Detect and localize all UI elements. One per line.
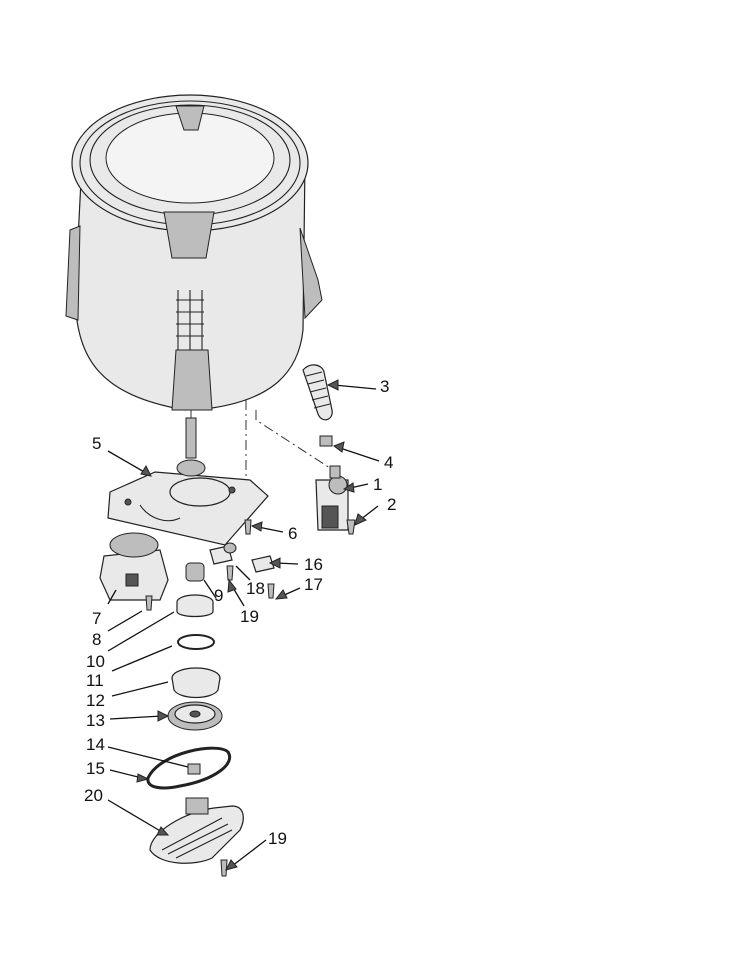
callout-14: 14 [86, 735, 105, 754]
callout-labels: 1 2 3 4 5 6 7 8 9 10 11 12 13 14 15 16 1… [84, 377, 396, 848]
callout-5: 5 [92, 434, 101, 453]
assembly-line [255, 410, 331, 469]
hub-assembly [171, 667, 221, 699]
shaft-spacer [185, 562, 205, 582]
bracket-screw [267, 583, 275, 599]
drain-pump [315, 465, 349, 531]
callout-15: 15 [86, 759, 105, 778]
retaining-ring [177, 634, 215, 650]
callout-18: 18 [246, 579, 265, 598]
plate-screw [244, 519, 252, 535]
callout-4: 4 [384, 453, 393, 472]
callout-16: 16 [304, 555, 323, 574]
drive-motor [99, 532, 169, 601]
pump-screw [346, 519, 356, 535]
callout-20: 20 [84, 786, 103, 805]
callout-1: 1 [373, 475, 382, 494]
shift-collar [176, 594, 214, 618]
shield-screw [220, 859, 228, 877]
pulley-shield [149, 797, 244, 864]
hose-clamp [319, 435, 333, 447]
callout-13: 13 [86, 711, 105, 730]
drive-belt [146, 746, 232, 790]
callout-7: 7 [92, 609, 101, 628]
callout-8: 8 [92, 630, 101, 649]
leader-lines [107, 379, 380, 871]
drive-pulley [167, 701, 223, 731]
actuator [209, 542, 237, 565]
callout-11: 11 [86, 671, 104, 690]
pulley-nut [187, 763, 201, 775]
callout-19-shield: 19 [268, 829, 287, 848]
callout-10: 10 [86, 652, 105, 671]
actuator-screw [226, 565, 234, 581]
motor-screw [145, 595, 153, 611]
outer-tub [65, 94, 323, 411]
callout-17: 17 [304, 575, 323, 594]
small-bracket [251, 555, 275, 573]
drain-hose [302, 364, 333, 421]
callout-2: 2 [387, 495, 396, 514]
callout-9: 9 [214, 586, 223, 605]
callout-3: 3 [380, 377, 389, 396]
callout-6: 6 [288, 524, 297, 543]
gearcase-mounting-plate [107, 417, 269, 546]
callout-19-actuator: 19 [240, 607, 259, 626]
callout-12: 12 [86, 691, 105, 710]
